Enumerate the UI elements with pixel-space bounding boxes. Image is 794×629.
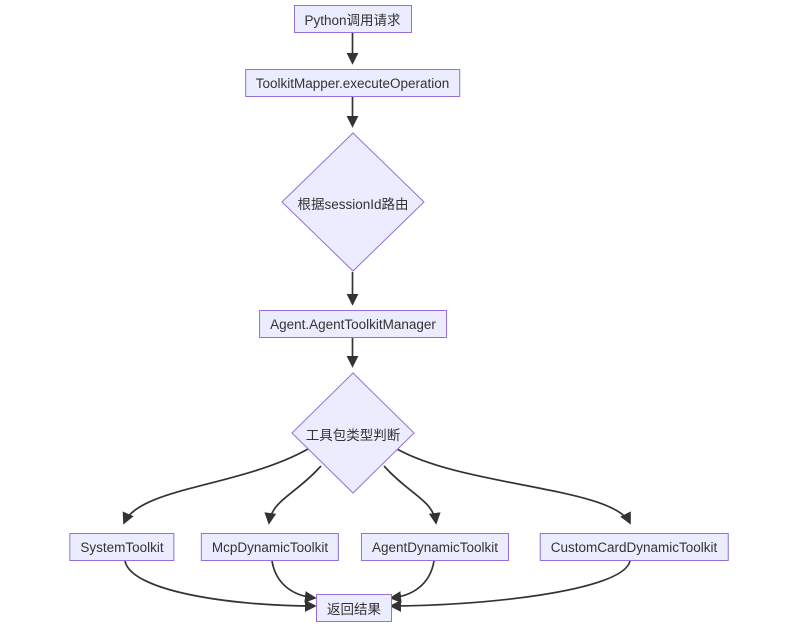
node-return-result: 返回结果 — [316, 594, 392, 622]
edge-agent-dynamic-toolkit-return-result — [389, 560, 435, 603]
edge-system-toolkit-return-result — [124, 560, 317, 612]
edge-decision-agent-dynamic-toolkit — [383, 465, 441, 525]
edge-decision-mcp-dynamic-toolkit — [264, 465, 322, 525]
edge-decision-custom-card-dynamic-toolkit — [396, 448, 631, 525]
node-session-routing-label: 根据sessionId路由 — [297, 197, 409, 212]
node-agent-dynamic-toolkit: AgentDynamicToolkit — [360, 533, 510, 561]
node-toolkit-type-decision-label: 工具包类型判断 — [305, 428, 401, 443]
node-agent-toolkit-manager: Agent.AgentToolkitManager — [259, 310, 447, 338]
edge-mcp-dynamic-toolkit-return-result — [271, 560, 317, 603]
node-toolkit-mapper: ToolkitMapper.executeOperation — [244, 69, 461, 97]
node-python-call: Python调用请求 — [293, 5, 412, 33]
node-mcp-dynamic-toolkit: McpDynamicToolkit — [200, 533, 340, 561]
node-system-toolkit: SystemToolkit — [69, 533, 175, 561]
node-custom-card-dynamic-toolkit: CustomCardDynamicToolkit — [539, 533, 729, 561]
decision-shape-session-routing — [281, 132, 425, 272]
edge-custom-card-dynamic-toolkit-return-result — [389, 560, 631, 612]
edge-decision-system-toolkit — [122, 448, 309, 525]
decision-shape-toolkit-type — [291, 372, 415, 494]
